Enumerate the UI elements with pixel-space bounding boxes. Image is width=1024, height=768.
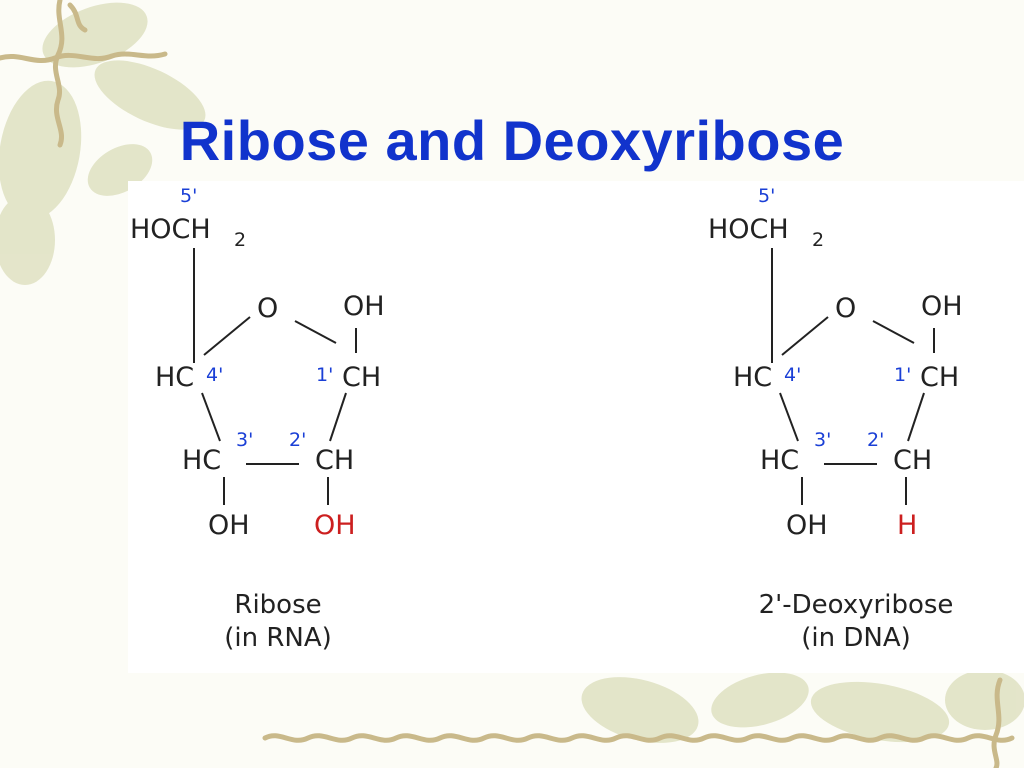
c2-hydrogen-highlight: H bbox=[897, 510, 917, 541]
c5-hoch-group: HOCH bbox=[130, 214, 211, 245]
c1-hydroxyl: OH bbox=[343, 291, 385, 322]
bond-c1-c2 bbox=[907, 392, 925, 442]
c1-ch: CH bbox=[920, 362, 959, 393]
slide-title: Ribose and Deoxyribose bbox=[179, 109, 845, 172]
position-4-label: 4' bbox=[206, 364, 223, 386]
c5-hoch-group: HOCH bbox=[708, 214, 789, 245]
position-5-label: 5' bbox=[180, 185, 197, 207]
c5-subscript: 2 bbox=[812, 229, 824, 251]
bond-o-c1 bbox=[294, 320, 337, 344]
caption-name: 2'-Deoxyribose bbox=[758, 590, 954, 620]
deoxyribose-structure: 5' HOCH 2 O OH HC 4' 1' CH 3' 2' HC CH O… bbox=[706, 181, 1006, 673]
c2-ch: CH bbox=[893, 445, 932, 476]
c5-subscript: 2 bbox=[234, 229, 246, 251]
c3-hc: HC bbox=[760, 445, 799, 476]
c3-hc: HC bbox=[182, 445, 221, 476]
ribose-caption: Ribose (in RNA) bbox=[128, 589, 428, 655]
c2-hydroxyl-highlight: OH bbox=[314, 510, 356, 541]
c4-hc: HC bbox=[155, 362, 194, 393]
position-5-label: 5' bbox=[758, 185, 775, 207]
vine-stem-bottom bbox=[262, 677, 1015, 768]
leaf-cluster-bottom-right bbox=[581, 670, 1024, 743]
bond-c4-c3 bbox=[201, 392, 221, 442]
position-1-label: 1' bbox=[316, 364, 333, 386]
bond-o-c1 bbox=[872, 320, 915, 344]
c4-hc: HC bbox=[733, 362, 772, 393]
position-3-label: 3' bbox=[814, 429, 831, 451]
position-3-label: 3' bbox=[236, 429, 253, 451]
bond-c4-o bbox=[781, 316, 829, 356]
ring-oxygen: O bbox=[257, 293, 278, 324]
ring-oxygen: O bbox=[835, 293, 856, 324]
position-1-label: 1' bbox=[894, 364, 911, 386]
deoxyribose-skeleton: 5' HOCH 2 O OH HC 4' 1' CH 3' 2' HC CH O… bbox=[708, 185, 963, 541]
leaf-cluster-top-left bbox=[0, 2, 206, 285]
c3-hydroxyl: OH bbox=[208, 510, 250, 541]
caption-note: (in DNA) bbox=[801, 623, 911, 653]
position-2-label: 2' bbox=[867, 429, 884, 451]
vine-stem-top-left bbox=[0, 0, 168, 148]
c3-hydroxyl: OH bbox=[786, 510, 828, 541]
position-4-label: 4' bbox=[784, 364, 801, 386]
structures-panel: 5' HOCH 2 O OH HC 4' 1' CH 3' 2' HC CH O… bbox=[128, 181, 1024, 673]
c2-ch: CH bbox=[315, 445, 354, 476]
bond-c1-c2 bbox=[329, 392, 347, 442]
c1-hydroxyl: OH bbox=[921, 291, 963, 322]
deoxyribose-caption: 2'-Deoxyribose (in DNA) bbox=[706, 589, 1006, 655]
ribose-skeleton: 5' HOCH 2 O OH HC 4' 1' CH 3' 2' HC CH O… bbox=[130, 185, 385, 541]
bond-c4-c3 bbox=[779, 392, 799, 442]
c1-ch: CH bbox=[342, 362, 381, 393]
position-2-label: 2' bbox=[289, 429, 306, 451]
bond-c4-o bbox=[203, 316, 251, 356]
caption-note: (in RNA) bbox=[224, 623, 332, 653]
caption-name: Ribose bbox=[234, 590, 322, 620]
ribose-structure: 5' HOCH 2 O OH HC 4' 1' CH 3' 2' HC CH O… bbox=[128, 181, 428, 673]
